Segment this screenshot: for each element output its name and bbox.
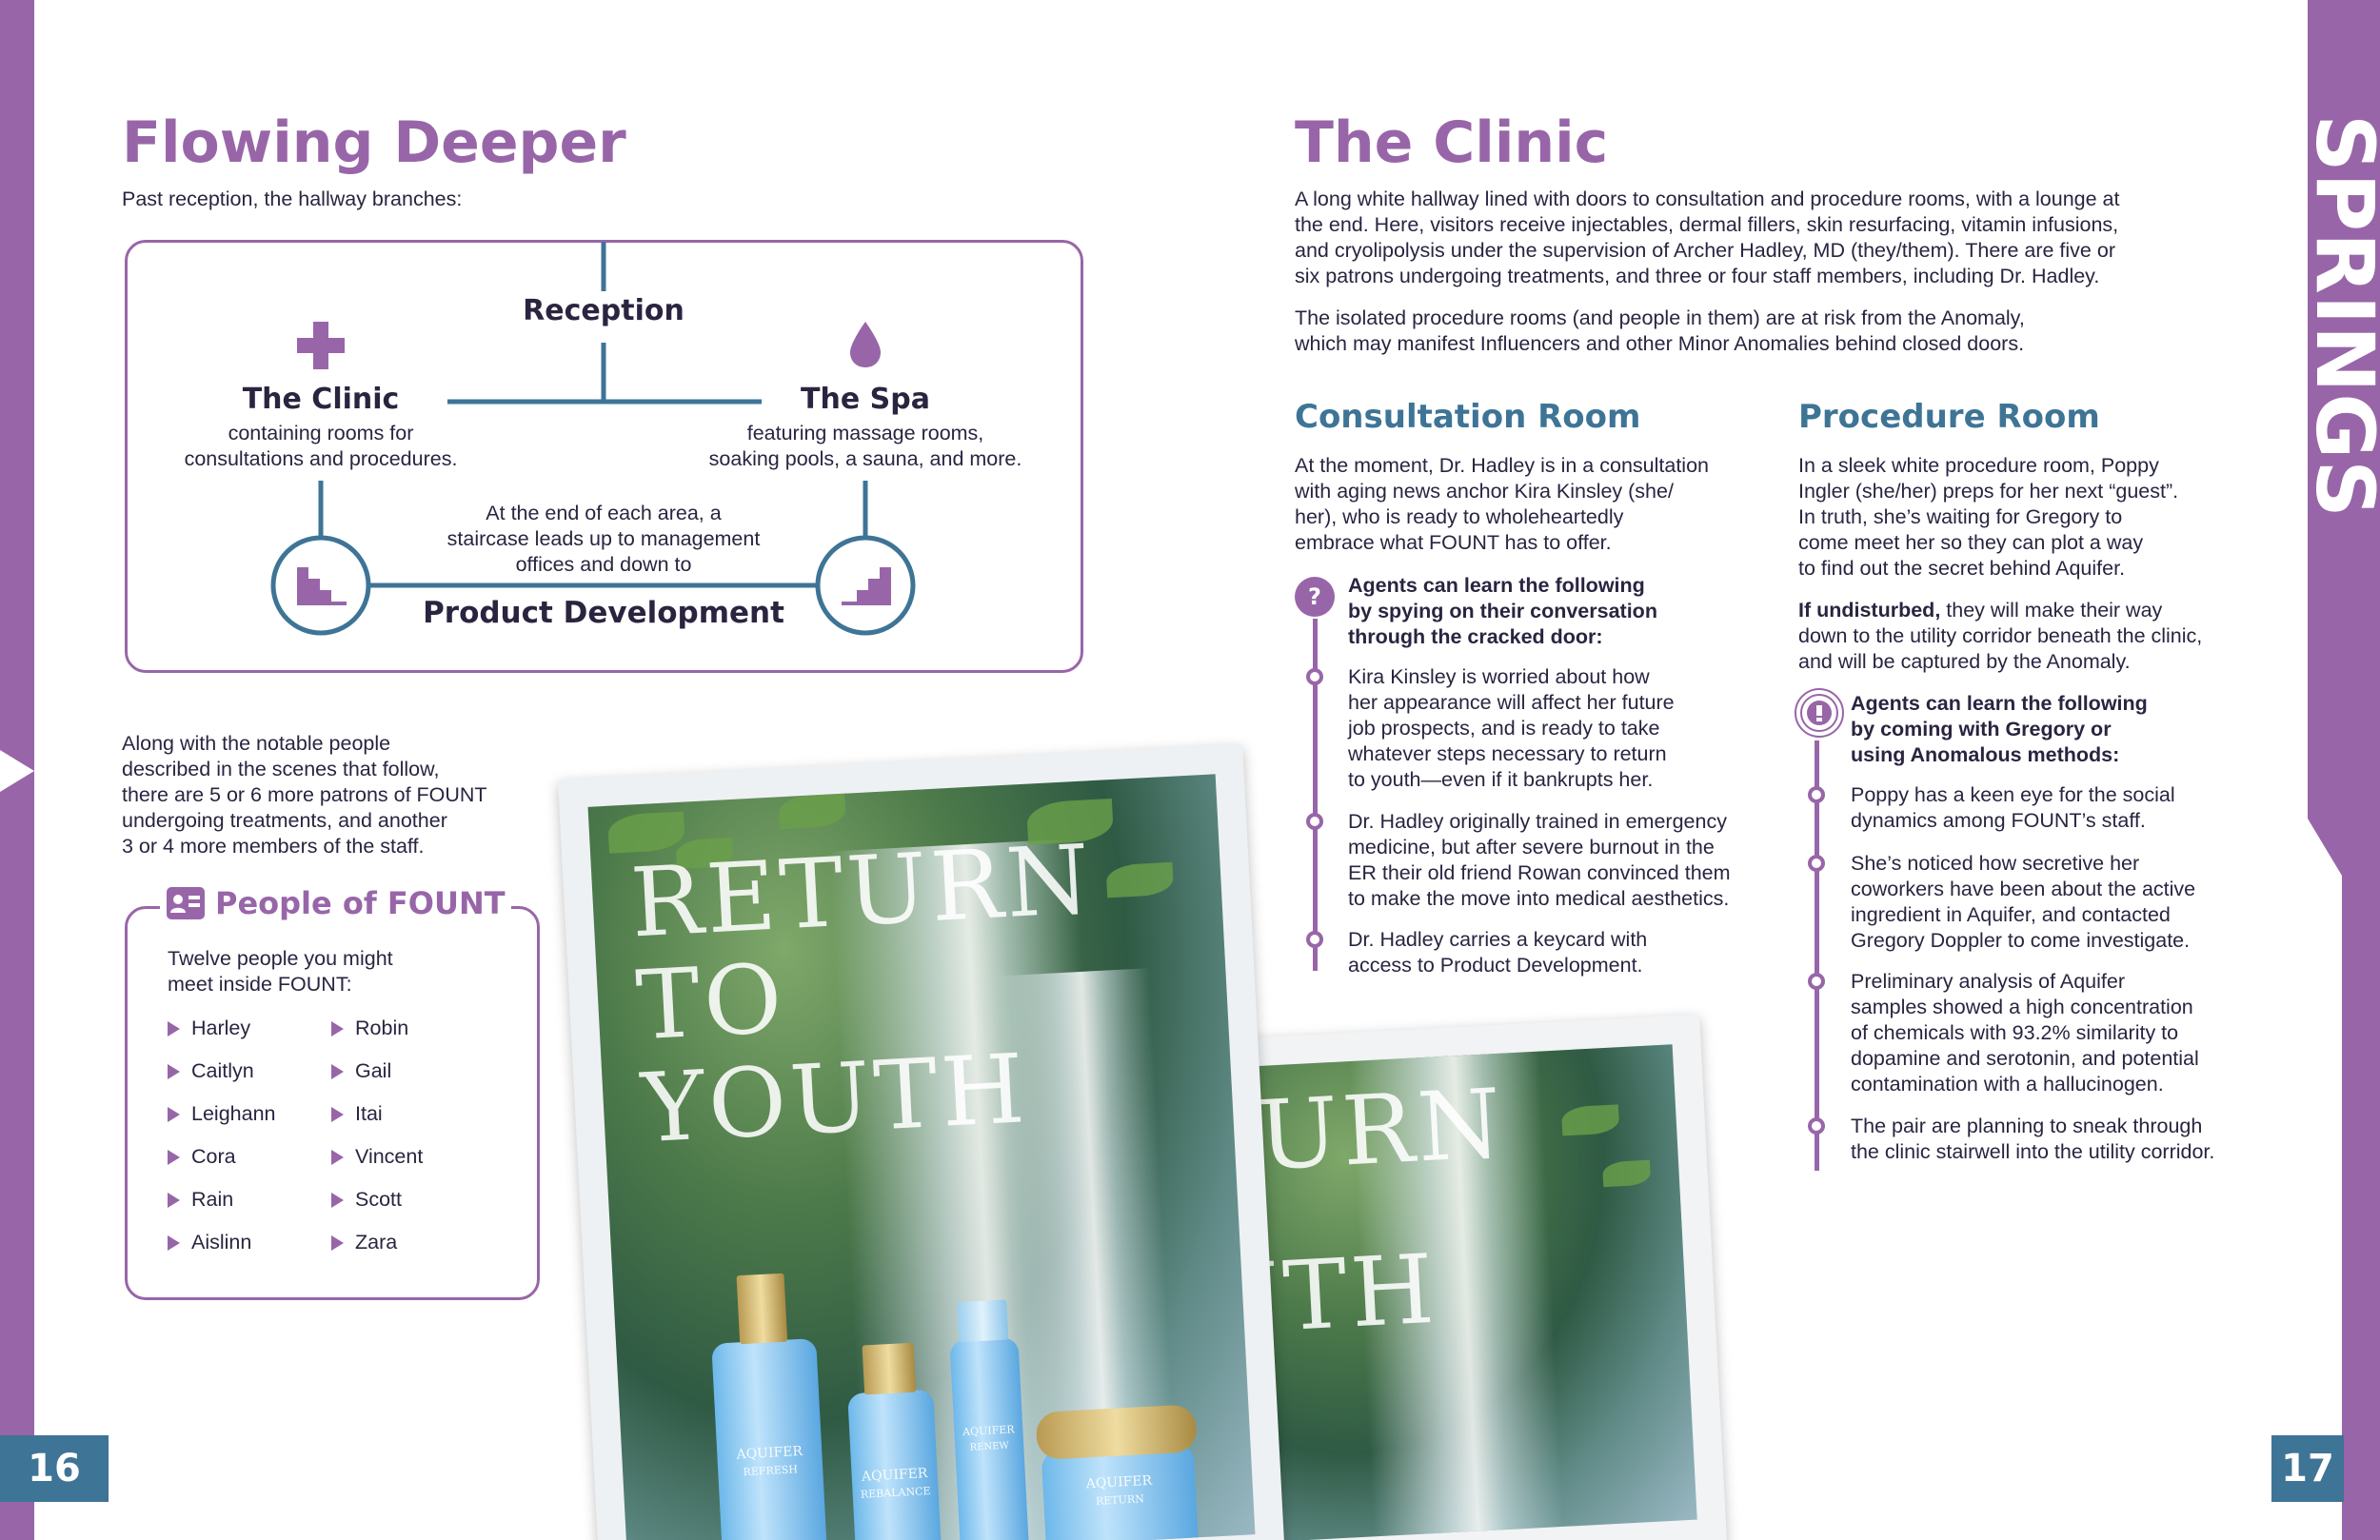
page-number-right: 17 (2271, 1435, 2344, 1502)
left-edge-arrow (0, 750, 34, 792)
stair-note-3: offices and down to (515, 553, 692, 576)
procedure-agents-heading: Agents can learn the following by coming… (1851, 692, 2148, 766)
procedure-intro: In a sleek white procedure room, Poppy I… (1798, 454, 2179, 580)
magazine-front-image: RETURN TO YOUTH AQUIFER REFRESH AQUIFER … (557, 743, 1286, 1540)
list-item: Harley (168, 1007, 275, 1050)
consultation-item: Kira Kinsley is worried about how her ap… (1348, 665, 1675, 791)
stair-note-2: staircase leads up to management (446, 527, 761, 550)
chapter-side-title: SPRINGS ETERNAL (2212, 114, 2380, 526)
spa-desc-1: featuring massage rooms, (746, 422, 984, 444)
spa-label: The Spa (801, 383, 930, 416)
page-title-right: The Clinic (1295, 109, 1609, 176)
list-item: Rain (168, 1178, 275, 1221)
timeline-dot (1306, 931, 1323, 948)
product-bottle-renew: AQUIFER RENEW (949, 1299, 1030, 1540)
consultation-room-heading: Consultation Room (1295, 398, 1641, 436)
hallway-diagram-lines (270, 242, 916, 636)
list-item: Scott (331, 1178, 423, 1221)
timeline-dot (1306, 813, 1323, 830)
list-item: Robin (331, 1007, 423, 1050)
id-card-icon (167, 887, 205, 919)
timeline-dot (1808, 786, 1825, 803)
clinic-desc-2: consultations and procedures. (184, 447, 458, 470)
list-item: Gail (331, 1050, 423, 1093)
procedure-undisturbed: If undisturbed, they will make their way… (1798, 599, 2203, 673)
notable-people-paragraph: Along with the notable people described … (122, 732, 487, 858)
people-intro: Twelve people you might meet inside FOUN… (168, 947, 393, 996)
reception-label: Reception (523, 294, 684, 327)
product-jar-return: AQUIFER RETURN (1035, 1404, 1200, 1540)
page-title-left: Flowing Deeper (122, 109, 626, 176)
consultation-agents-heading: Agents can learn the following by spying… (1348, 574, 1657, 648)
procedure-item: Preliminary analysis of Aquifer samples … (1851, 970, 2199, 1096)
list-item: Vincent (331, 1135, 423, 1178)
eavesdrop-question-icon: ? (1295, 577, 1335, 617)
clinic-desc-1: containing rooms for (228, 422, 414, 444)
people-list-col1: Harley Caitlyn Leighann Cora Rain Aislin… (168, 1007, 275, 1264)
list-item: Zara (331, 1221, 423, 1264)
list-item: Leighann (168, 1093, 275, 1135)
magazine-front-line3: YOUTH (639, 1033, 1031, 1165)
magazine-front-line2: TO (633, 942, 789, 1062)
product-bottle-refresh: AQUIFER REFRESH (711, 1273, 829, 1540)
stairs-up-icon (842, 567, 891, 605)
page-number-left: 16 (0, 1435, 109, 1502)
hallway-diagram-box (125, 240, 1083, 673)
list-item: Aislinn (168, 1221, 275, 1264)
consultation-item: Dr. Hadley originally trained in emergen… (1348, 810, 1731, 910)
magazine-front-line1: RETURN (627, 823, 1097, 959)
timeline-dot (1808, 855, 1825, 872)
list-item: Itai (331, 1093, 423, 1135)
procedure-item: The pair are planning to sneak through t… (1851, 1115, 2215, 1163)
people-of-fount-heading: People of FOUNT (160, 885, 511, 921)
people-list-col2: Robin Gail Itai Vincent Scott Zara (331, 1007, 423, 1264)
water-drop-icon (850, 322, 881, 367)
procedure-item: She’s noticed how secretive her coworker… (1851, 852, 2196, 952)
timeline-dot (1808, 973, 1825, 990)
stairs-down-icon (297, 567, 347, 605)
anomaly-signal-icon (1795, 688, 1844, 738)
timeline-dot (1306, 668, 1323, 685)
product-bottle-rebalance: AQUIFER REBALANCE (847, 1342, 942, 1540)
procedure-room-heading: Procedure Room (1798, 398, 2100, 436)
consultation-timeline (1313, 619, 1318, 971)
consultation-intro: At the moment, Dr. Hadley is in a consul… (1295, 454, 1709, 554)
medical-cross-icon (297, 322, 345, 369)
procedure-timeline (1815, 740, 1819, 1171)
clinic-label: The Clinic (242, 383, 400, 416)
product-development-label: Product Development (423, 596, 784, 630)
intro-text: Past reception, the hallway branches: (122, 188, 463, 210)
spa-desc-2: soaking pools, a sauna, and more. (708, 447, 1022, 470)
list-item: Cora (168, 1135, 275, 1178)
svg-text:?: ? (1308, 583, 1321, 610)
stair-note-1: At the end of each area, a (486, 502, 722, 524)
clinic-paragraph-2: The isolated procedure rooms (and people… (1295, 306, 2025, 355)
list-item: Caitlyn (168, 1050, 275, 1093)
timeline-dot (1808, 1117, 1825, 1135)
clinic-paragraph-1: A long white hallway lined with doors to… (1295, 188, 2120, 287)
consultation-item: Dr. Hadley carries a keycard with access… (1348, 928, 1648, 977)
procedure-item: Poppy has a keen eye for the social dyna… (1851, 783, 2175, 832)
